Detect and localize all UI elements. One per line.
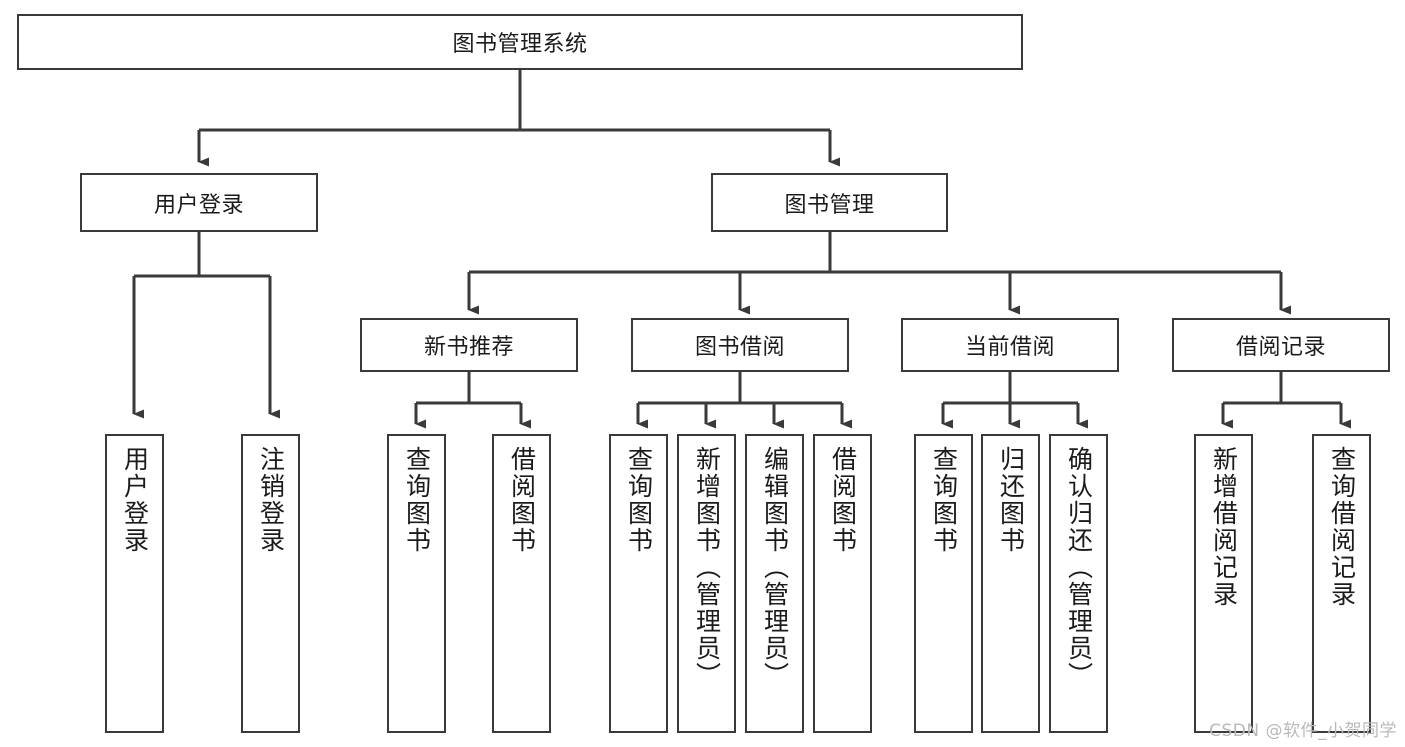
node-leaf-confirm-return-label: 确认归还（管理员） [1064,446,1094,689]
node-book-borrow[interactable]: 图书借阅 [631,318,849,372]
node-leaf-return-book[interactable]: 归还图书 [981,434,1040,733]
node-leaf-query-book-1-label: 查询图书 [402,446,432,554]
node-leaf-user-login-label: 用户登录 [120,446,150,554]
node-leaf-add-book-label: 新增图书（管理员） [692,446,722,689]
node-leaf-borrow-book-1[interactable]: 借阅图书 [492,434,551,733]
node-leaf-return-book-label: 归还图书 [996,446,1026,554]
node-root-label: 图书管理系统 [452,32,588,57]
node-leaf-query-book-1[interactable]: 查询图书 [387,434,446,733]
node-current-borrow-label: 当前借阅 [964,335,1055,360]
node-current-borrow[interactable]: 当前借阅 [901,318,1119,372]
node-leaf-user-login[interactable]: 用户登录 [105,434,164,733]
node-leaf-query-record[interactable]: 查询借阅记录 [1312,434,1371,733]
node-root[interactable]: 图书管理系统 [17,14,1023,70]
node-leaf-query-book-2-label: 查询图书 [624,446,654,554]
node-book-manage-label: 图书管理 [784,192,875,218]
node-leaf-borrow-book-2[interactable]: 借阅图书 [813,434,872,733]
node-user-login-label: 用户登录 [153,192,244,218]
node-borrow-record-label: 借阅记录 [1235,335,1326,360]
node-new-book-recommend-label: 新书推荐 [423,335,514,360]
node-leaf-add-book[interactable]: 新增图书（管理员） [677,434,736,733]
node-leaf-confirm-return[interactable]: 确认归还（管理员） [1049,434,1108,733]
node-leaf-query-book-3[interactable]: 查询图书 [914,434,973,733]
node-leaf-edit-book-label: 编辑图书（管理员） [760,446,790,689]
node-new-book-recommend[interactable]: 新书推荐 [360,318,578,372]
node-leaf-logout-login-label: 注销登录 [256,446,286,554]
node-book-borrow-label: 图书借阅 [694,335,785,360]
node-leaf-edit-book[interactable]: 编辑图书（管理员） [745,434,804,733]
node-leaf-add-record-label: 新增借阅记录 [1209,446,1239,608]
node-leaf-query-book-2[interactable]: 查询图书 [609,434,668,733]
node-leaf-logout-login[interactable]: 注销登录 [241,434,300,733]
node-leaf-borrow-book-2-label: 借阅图书 [828,446,858,554]
node-user-login[interactable]: 用户登录 [80,173,318,232]
node-leaf-query-record-label: 查询借阅记录 [1327,446,1357,608]
node-borrow-record[interactable]: 借阅记录 [1172,318,1390,372]
node-leaf-query-book-3-label: 查询图书 [929,446,959,554]
node-leaf-add-record[interactable]: 新增借阅记录 [1194,434,1253,733]
node-book-manage[interactable]: 图书管理 [711,173,948,232]
node-leaf-borrow-book-1-label: 借阅图书 [507,446,537,554]
watermark-text: CSDN @软件_小贺同学 [1209,721,1397,741]
